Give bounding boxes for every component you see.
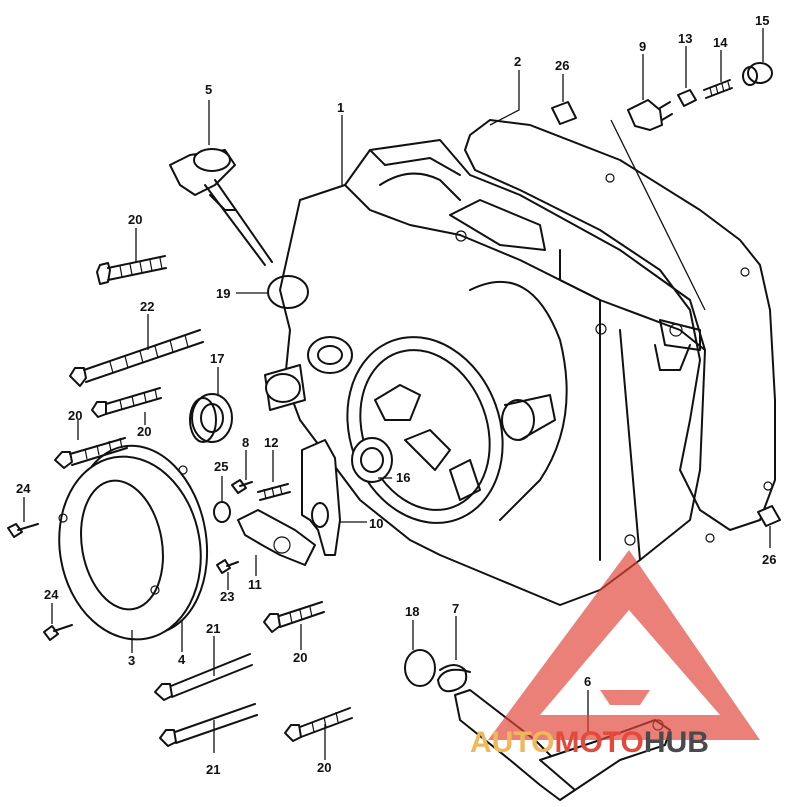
callout-20c: 20: [137, 424, 151, 439]
callout-1: 1: [337, 100, 344, 115]
callout-12: 12: [264, 435, 278, 450]
callout-26a: 26: [555, 58, 569, 73]
bolts-left: [54, 255, 204, 469]
callout-25: 25: [214, 459, 228, 474]
oil-filler-cap: [169, 148, 273, 266]
callout-6: 6: [584, 674, 591, 689]
callout-3: 3: [128, 653, 135, 668]
leader-lines: [23, 28, 771, 760]
callout-8: 8: [242, 435, 249, 450]
callout-20b: 20: [68, 408, 82, 423]
callout-21b: 21: [206, 762, 220, 777]
watermark-auto: AUTO: [470, 726, 554, 759]
callout-9: 9: [639, 39, 646, 54]
o-ring-19: [267, 275, 309, 309]
bolts-lower: [154, 601, 353, 747]
callout-18: 18: [405, 604, 419, 619]
callout-16: 16: [396, 470, 410, 485]
callout-26b: 26: [762, 552, 776, 567]
callout-13: 13: [678, 31, 692, 46]
callout-22: 22: [140, 299, 154, 314]
callout-10: 10: [369, 516, 383, 531]
callout-20e: 20: [317, 760, 331, 775]
callout-15: 15: [755, 13, 769, 28]
callout-17: 17: [210, 351, 224, 366]
callout-4: 4: [178, 652, 186, 667]
callout-21a: 21: [206, 621, 220, 636]
small-parts: [213, 437, 393, 574]
callout-14: 14: [713, 35, 728, 50]
oil-seal-17: [189, 393, 233, 443]
watermark-logo: [488, 550, 760, 740]
callout-5: 5: [205, 82, 212, 97]
watermark-text: AUTOMOTOHUB: [470, 726, 709, 759]
detent-parts: [551, 62, 781, 527]
logo-triangle-icon: [488, 550, 760, 740]
side-cover: [58, 444, 209, 641]
callout-labels: 1 2 3 4 5 6 7 8 9 10 11 12 13 14 15 16 1…: [16, 13, 776, 777]
callout-11: 11: [248, 577, 262, 592]
callout-23: 23: [220, 589, 234, 604]
callout-7: 7: [452, 601, 459, 616]
callout-19: 19: [216, 286, 230, 301]
screws-24: [7, 523, 73, 641]
callout-20d: 20: [293, 650, 307, 665]
callout-20a: 20: [128, 212, 142, 227]
watermark-moto: MOTO: [554, 726, 643, 759]
watermark-hub: HUB: [644, 726, 709, 759]
callout-24a: 24: [16, 481, 31, 496]
callout-24b: 24: [44, 587, 59, 602]
cover-gasket: [464, 119, 776, 543]
callout-2: 2: [514, 54, 521, 69]
